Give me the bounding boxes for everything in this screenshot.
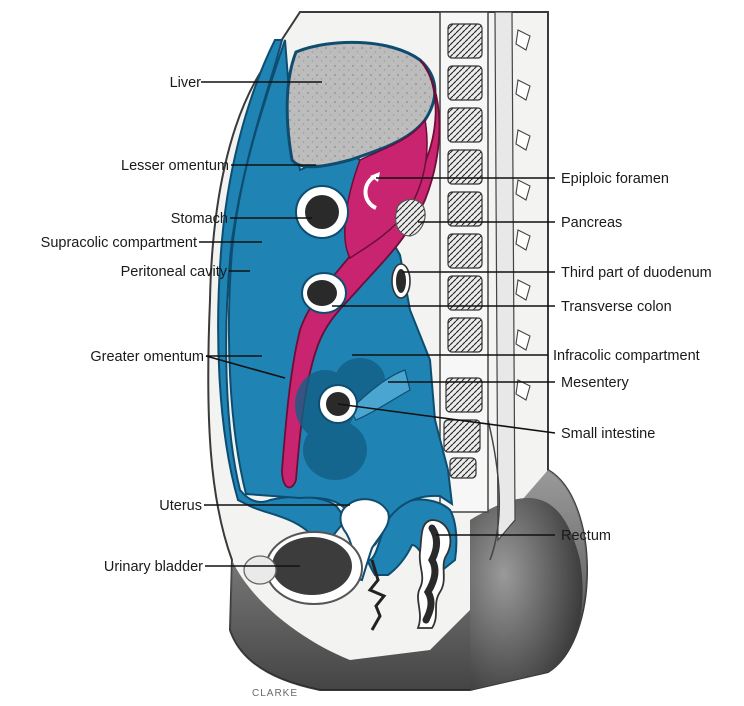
label-transverse-colon: Transverse colon: [561, 299, 672, 315]
label-liver: Liver: [170, 75, 202, 91]
label-stomach: Stomach: [171, 211, 228, 227]
label-lesser-omentum: Lesser omentum: [121, 158, 229, 174]
label-uterus: Uterus: [159, 498, 202, 514]
label-pancreas: Pancreas: [561, 215, 622, 231]
label-mesentery: Mesentery: [561, 375, 629, 391]
label-urinary-bladder: Urinary bladder: [104, 559, 203, 575]
stomach: [296, 186, 348, 238]
artist-signature: CLARKE: [252, 688, 298, 699]
label-third-part-of-duodenum: Third part of duodenum: [561, 265, 712, 281]
label-epiploic-foramen: Epiploic foramen: [561, 171, 669, 187]
transverse-colon: [302, 273, 346, 313]
label-small-intestine: Small intestine: [561, 426, 655, 442]
label-supracolic-compartment: Supracolic compartment: [41, 235, 197, 251]
buttock-shading: [470, 498, 583, 690]
third-duodenum: [392, 264, 410, 298]
label-greater-omentum: Greater omentum: [90, 349, 204, 365]
label-rectum: Rectum: [561, 528, 611, 544]
label-peritoneal-cavity: Peritoneal cavity: [121, 264, 228, 280]
label-infracolic-compartment: Infracolic compartment: [553, 348, 700, 364]
